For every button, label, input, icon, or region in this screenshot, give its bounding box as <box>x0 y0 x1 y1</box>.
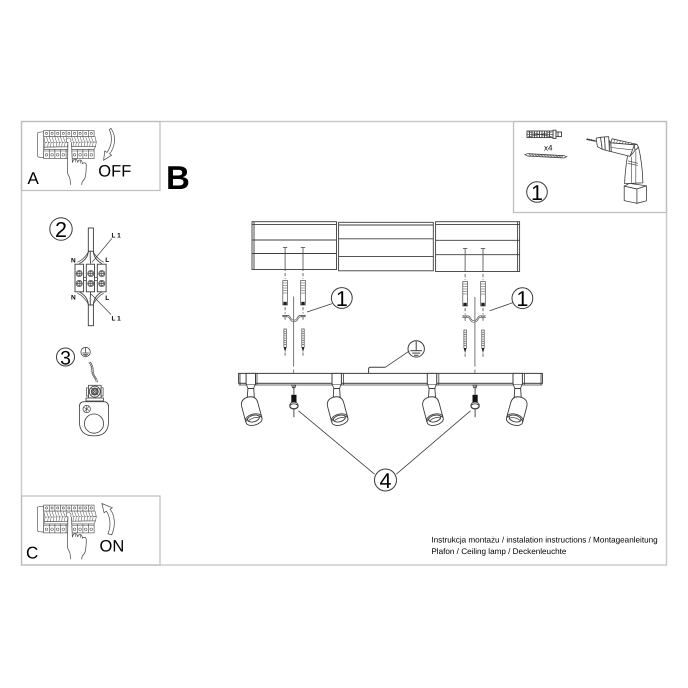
svg-text:C: C <box>26 544 38 563</box>
svg-text:L 1: L 1 <box>112 316 122 323</box>
svg-text:L: L <box>105 295 109 302</box>
svg-text:3: 3 <box>60 348 71 370</box>
svg-text:2: 2 <box>55 218 67 242</box>
svg-text:x4: x4 <box>544 144 553 153</box>
svg-text:1: 1 <box>531 181 543 205</box>
svg-text:A: A <box>28 169 40 188</box>
svg-text:B: B <box>166 159 190 196</box>
svg-text:L: L <box>105 257 109 264</box>
svg-text:ON: ON <box>100 538 125 556</box>
svg-text:L 1: L 1 <box>112 233 122 240</box>
svg-text:Plafon / Ceiling lamp / Decken: Plafon / Ceiling lamp / Deckenleuchte <box>431 547 567 556</box>
svg-text:1: 1 <box>516 287 528 311</box>
svg-text:OFF: OFF <box>98 163 131 181</box>
svg-text:N: N <box>71 258 76 265</box>
svg-text:Instrukcja montażu / instalati: Instrukcja montażu / instalation instruc… <box>431 536 657 545</box>
svg-text:N: N <box>71 295 76 302</box>
svg-text:4: 4 <box>380 469 392 493</box>
svg-text:1: 1 <box>336 287 348 311</box>
